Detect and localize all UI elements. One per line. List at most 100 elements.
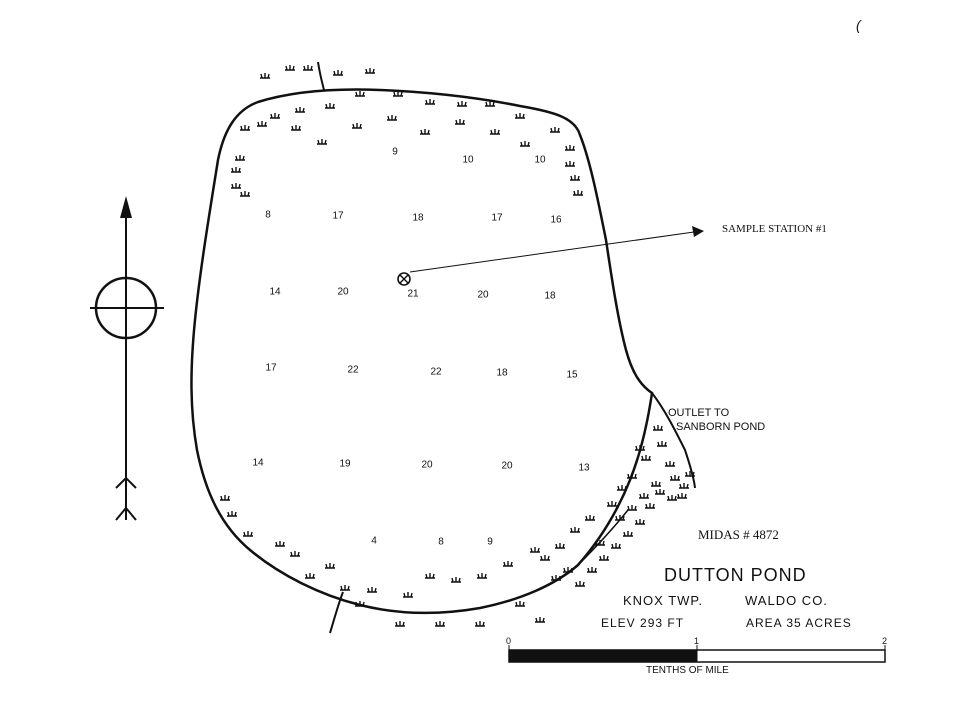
marsh-tuft-icon xyxy=(570,527,580,533)
marsh-tuft-icon xyxy=(651,481,661,487)
marsh-tuft-icon xyxy=(220,495,230,501)
marsh-tuft-icon xyxy=(570,175,580,181)
depth-sounding: 18 xyxy=(544,290,556,302)
marsh-tuft-icon xyxy=(435,621,445,627)
marsh-tuft-icon xyxy=(657,441,667,447)
pond-title: DUTTON POND xyxy=(664,565,807,585)
depth-sounding: 18 xyxy=(412,212,424,224)
scale-bar xyxy=(508,645,886,663)
depth-sounding: 17 xyxy=(332,210,344,222)
marsh-tuft-icon xyxy=(451,577,461,583)
marsh-tuft-icon xyxy=(575,581,585,587)
marsh-tuft-icon xyxy=(240,191,250,197)
marsh-tuft-icon xyxy=(485,101,495,107)
scale-tick-2: 2 xyxy=(882,636,888,646)
marsh-tuft-icon xyxy=(295,107,305,113)
depth-sounding: 16 xyxy=(550,214,562,226)
sample-station-marker xyxy=(397,226,704,286)
marsh-symbols xyxy=(220,65,695,627)
marsh-tuft-icon xyxy=(563,567,573,573)
marsh-tuft-icon xyxy=(685,471,695,477)
marsh-tuft-icon xyxy=(535,617,545,623)
marsh-tuft-icon xyxy=(595,540,605,546)
marsh-tuft-icon xyxy=(403,592,413,598)
depth-sounding: 14 xyxy=(269,286,281,298)
marsh-tuft-icon xyxy=(303,65,313,71)
marsh-tuft-icon xyxy=(231,183,241,189)
depth-sounding: 19 xyxy=(339,458,351,470)
marsh-tuft-icon xyxy=(655,489,665,495)
marsh-tuft-icon xyxy=(670,475,680,481)
marsh-tuft-icon xyxy=(475,621,485,627)
marsh-tuft-icon xyxy=(355,91,365,97)
marsh-tuft-icon xyxy=(477,573,487,579)
marsh-tuft-icon xyxy=(425,99,435,105)
marsh-tuft-icon xyxy=(540,555,550,561)
scale-tick-0: 0 xyxy=(506,636,512,646)
marsh-tuft-icon xyxy=(677,493,687,499)
marsh-tuft-icon xyxy=(679,483,689,489)
marsh-tuft-icon xyxy=(515,113,525,119)
marsh-tuft-icon xyxy=(325,103,335,109)
marsh-tuft-icon xyxy=(270,113,280,119)
inlet-stream xyxy=(317,61,325,91)
depth-sounding: 20 xyxy=(477,289,489,301)
depth-sounding: 21 xyxy=(407,288,419,300)
marsh-tuft-icon xyxy=(352,123,362,129)
marsh-tuft-icon xyxy=(550,127,560,133)
depth-sounding: 18 xyxy=(496,367,508,379)
county-label: WALDO CO. xyxy=(745,593,828,608)
depth-sounding: 20 xyxy=(421,459,433,471)
marsh-tuft-icon xyxy=(317,139,327,145)
marsh-tuft-icon xyxy=(333,70,343,76)
marsh-tuft-icon xyxy=(305,573,315,579)
marsh-tuft-icon xyxy=(367,587,377,593)
depth-sounding: 17 xyxy=(491,212,503,224)
outlet-channel-lower xyxy=(577,509,629,566)
outlet-label-1: OUTLET TO xyxy=(668,407,730,419)
marsh-tuft-icon xyxy=(635,519,645,525)
marsh-tuft-icon xyxy=(530,547,540,553)
marsh-tuft-icon xyxy=(667,495,677,501)
marsh-tuft-icon xyxy=(555,543,565,549)
marsh-tuft-icon xyxy=(611,543,621,549)
depth-sounding: 9 xyxy=(392,146,398,158)
marsh-tuft-icon xyxy=(490,129,500,135)
marsh-tuft-icon xyxy=(235,155,245,161)
pond-shoreline xyxy=(190,88,654,615)
depth-sounding: 13 xyxy=(578,462,590,474)
area-label: AREA 35 ACRES xyxy=(746,616,852,630)
marsh-tuft-icon xyxy=(587,567,597,573)
marsh-tuft-icon xyxy=(639,493,649,499)
marsh-tuft-icon xyxy=(387,115,397,121)
marsh-tuft-icon xyxy=(325,563,335,569)
marsh-tuft-icon xyxy=(635,445,645,451)
marsh-tuft-icon xyxy=(607,501,617,507)
marsh-tuft-icon xyxy=(653,425,663,431)
elevation-label: ELEV 293 FT xyxy=(601,616,685,630)
depth-sounding: 10 xyxy=(534,154,546,166)
marsh-tuft-icon xyxy=(285,65,295,71)
marsh-tuft-icon xyxy=(627,473,637,479)
outlet-channel xyxy=(651,392,696,489)
marsh-tuft-icon xyxy=(599,555,609,561)
marsh-tuft-icon xyxy=(243,531,253,537)
marsh-tuft-icon xyxy=(565,145,575,151)
depth-sounding: 14 xyxy=(252,457,264,469)
depth-sounding: 20 xyxy=(337,286,349,298)
marsh-tuft-icon xyxy=(257,121,267,127)
marsh-tuft-icon xyxy=(231,167,241,173)
marsh-tuft-icon xyxy=(260,73,270,79)
marsh-tuft-icon xyxy=(290,551,300,557)
town-label: KNOX TWP. xyxy=(623,593,704,608)
bottom-stream xyxy=(329,591,344,634)
marsh-tuft-icon xyxy=(641,455,651,461)
depth-sounding: 17 xyxy=(265,362,277,374)
depth-sounding: 22 xyxy=(347,364,359,376)
marsh-tuft-icon xyxy=(515,601,525,607)
depth-sounding: 10 xyxy=(462,154,474,166)
marsh-tuft-icon xyxy=(573,190,583,196)
marsh-tuft-icon xyxy=(615,515,625,521)
marsh-tuft-icon xyxy=(617,485,627,491)
